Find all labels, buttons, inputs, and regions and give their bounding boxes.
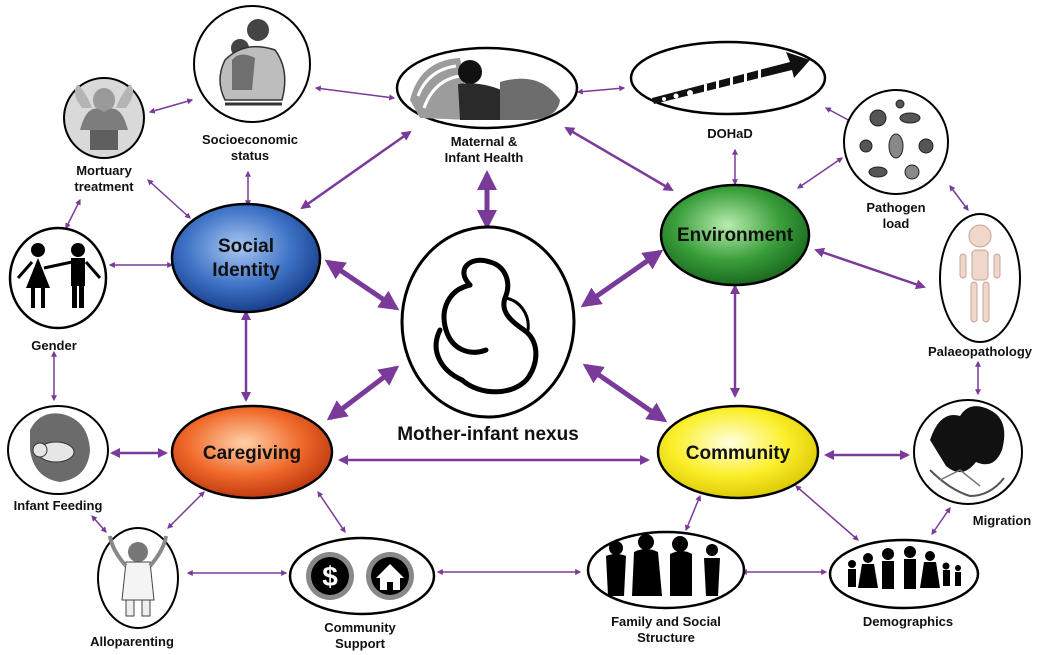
node-pathogen: Pathogen load bbox=[843, 89, 949, 231]
arrow-maternal-dohad bbox=[576, 85, 626, 95]
node-dohad-label: DOHaD bbox=[707, 126, 753, 141]
node-family-label-2: Structure bbox=[637, 630, 695, 645]
arrow-social-maternal bbox=[300, 130, 412, 210]
node-community-support-label-2: Support bbox=[335, 636, 385, 651]
home-icon bbox=[366, 552, 414, 600]
arrow-pathogen-environment bbox=[797, 157, 843, 189]
hub-caregiving-label: Caregiving bbox=[203, 443, 301, 464]
node-mortuary-label-2: treatment bbox=[74, 179, 134, 194]
arrow-community-nexus bbox=[582, 363, 668, 423]
svg-text:$: $ bbox=[322, 561, 338, 592]
arrow-demographics-migration bbox=[931, 507, 951, 535]
node-dohad: DOHaD bbox=[629, 40, 827, 141]
mother-infant-nexus: Mother-infant nexus bbox=[397, 225, 579, 445]
arrow-social-mortuary bbox=[147, 179, 191, 219]
node-socioeconomic-label-1: Socioeconomic bbox=[202, 132, 298, 147]
arrows-layer bbox=[51, 85, 981, 576]
arrow-environment-nexus bbox=[580, 249, 664, 308]
arrow-caregiving-alloparenting bbox=[167, 491, 205, 529]
node-community-support: $ Community Support bbox=[288, 536, 436, 651]
arrow-socioeconomic-maternal bbox=[314, 85, 396, 101]
mother-breastfeeding-icon bbox=[410, 58, 560, 120]
gender-figures-icon bbox=[16, 243, 102, 308]
node-alloparenting-label: Alloparenting bbox=[90, 634, 174, 649]
nexus-label: Mother-infant nexus bbox=[397, 424, 579, 445]
world-map-icon bbox=[929, 406, 1005, 498]
hub-environment: Environment bbox=[659, 183, 811, 287]
hub-social-identity-line2: Identity bbox=[212, 260, 280, 281]
child-held-by-hands-icon bbox=[108, 535, 168, 617]
arrow-community-family bbox=[685, 494, 701, 532]
arrow-community-demographics bbox=[795, 485, 859, 541]
nexus-circle bbox=[400, 225, 576, 419]
mother-infant-icon bbox=[433, 257, 539, 395]
node-maternal-label-1: Maternal & bbox=[451, 134, 517, 149]
node-infant-feeding: Infant Feeding bbox=[7, 405, 109, 513]
life-course-arrow-icon bbox=[652, 52, 810, 104]
microbes-icon bbox=[859, 99, 934, 180]
node-palaeopathology-label: Palaeopathology bbox=[928, 344, 1033, 359]
node-palaeopathology: Palaeopathology bbox=[928, 213, 1033, 359]
node-infant-feeding-label: Infant Feeding bbox=[14, 498, 103, 513]
arrow-pathogen-palaeo bbox=[949, 185, 969, 211]
people-group-icon bbox=[848, 546, 961, 589]
hub-caregiving: Caregiving bbox=[170, 404, 334, 500]
node-gender: Gender bbox=[8, 226, 108, 353]
hub-social-identity-line1: Social bbox=[218, 236, 274, 257]
mother-hugging-child-icon bbox=[219, 19, 286, 106]
skeleton-icon bbox=[959, 224, 1001, 323]
arrow-caregiving-nexus bbox=[326, 365, 400, 421]
node-mortuary-label-1: Mortuary bbox=[76, 163, 132, 178]
node-family-label-1: Family and Social bbox=[611, 614, 721, 629]
node-maternal: Maternal & Infant Health bbox=[395, 46, 579, 165]
node-community-support-label-1: Community bbox=[324, 620, 396, 635]
arrow-environment-palaeo bbox=[814, 247, 926, 290]
arrow-mortuary-gender bbox=[65, 198, 81, 230]
angel-statue-icon bbox=[74, 84, 134, 150]
node-alloparenting: Alloparenting bbox=[90, 527, 179, 649]
arrow-infantfeeding-alloparenting bbox=[91, 515, 107, 533]
node-socioeconomic: Socioeconomic status bbox=[193, 5, 311, 163]
hub-community: Community bbox=[656, 404, 820, 500]
node-migration-label: Migration bbox=[973, 513, 1032, 528]
hub-environment-label: Environment bbox=[677, 225, 794, 246]
node-demographics-label: Demographics bbox=[863, 614, 953, 629]
arrow-mortuary-socioeconomic bbox=[148, 98, 194, 114]
node-gender-label: Gender bbox=[31, 338, 77, 353]
node-maternal-label-2: Infant Health bbox=[445, 150, 524, 165]
family-silhouettes-icon bbox=[606, 534, 720, 596]
bottle-feeding-icon bbox=[30, 413, 90, 482]
node-family: Family and Social Structure bbox=[586, 530, 746, 645]
node-pathogen-label-2: load bbox=[883, 216, 910, 231]
node-socioeconomic-label-2: status bbox=[231, 148, 269, 163]
hub-social-identity: Social Identity bbox=[170, 202, 322, 314]
arrow-dohad-pathogen bbox=[824, 107, 854, 123]
node-demographics: Demographics bbox=[828, 538, 980, 629]
dollar-icon: $ bbox=[306, 552, 354, 600]
arrow-caregiving-commsupport bbox=[317, 491, 346, 533]
arrow-maternal-environment bbox=[564, 126, 674, 192]
hub-community-label: Community bbox=[686, 443, 791, 464]
node-mortuary: Mortuary treatment bbox=[63, 77, 145, 194]
arrow-social-nexus bbox=[324, 259, 400, 311]
node-pathogen-label-1: Pathogen bbox=[866, 200, 925, 215]
node-migration: Migration bbox=[913, 399, 1032, 528]
